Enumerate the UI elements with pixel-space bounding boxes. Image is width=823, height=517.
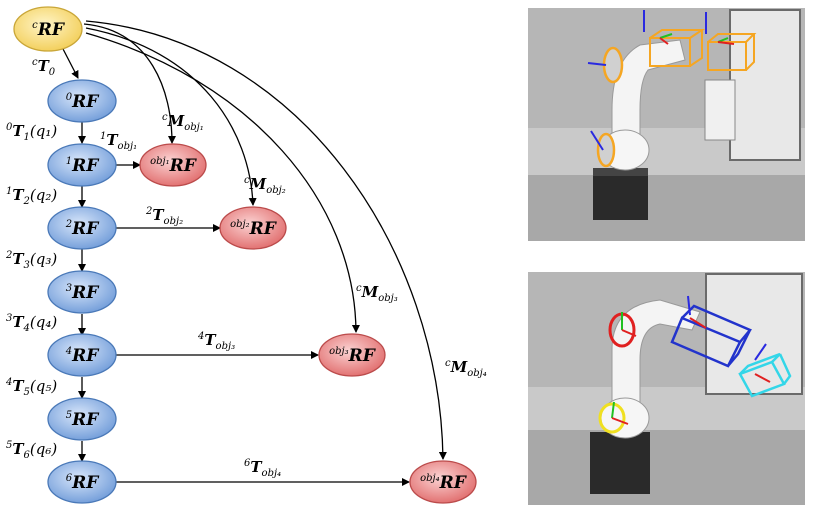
node-rf0-main: RF [71,92,100,112]
frame-axes-top [587,10,735,151]
label-Mobj2: cMobj₂ [244,175,286,196]
edge-c-to-0 [61,46,79,79]
node-rf4[interactable]: 4RF [47,333,117,377]
label-T3: 2T3(q₃) [5,250,57,271]
node-obj3[interactable]: obj₃RF [318,333,386,377]
node-obj1-sup: obj₁ [150,156,170,167]
label-Tobj3: 4Tobj₃ [197,331,235,352]
edge-c-to-obj3 [85,32,360,333]
node-rf3-sup: 3 [66,283,72,294]
frame-axes-bottom [611,295,771,425]
node-rf1-main: RF [71,156,100,176]
node-rf2-main: RF [71,219,100,239]
robot-base [590,432,650,494]
pose-box-cyan [738,352,792,398]
label-Tobj1: 1Tobj₁ [100,131,137,152]
node-rf6-main: RF [71,473,100,493]
node-camera[interactable]: cRF [13,6,83,52]
label-Tobj4: 6Tobj₄ [244,458,281,479]
svg-text:5RF: 5RF [66,410,101,430]
node-obj4-main: RF [439,473,468,493]
svg-text:0RF: 0RF [66,92,101,112]
node-obj2-sup: obj₂ [230,219,250,230]
svg-text:obj₄RF: obj₄RF [420,473,468,493]
svg-text:2RF: 2RF [65,219,101,239]
svg-text:cRF: cRF [32,20,66,40]
node-obj4-sup: obj₄ [420,473,440,484]
edges [61,20,447,486]
node-rf1[interactable]: 1RF [47,143,117,187]
node-rf2[interactable]: 2RF [47,206,117,250]
robot-arm [611,39,686,151]
svg-text:6RF: 6RF [66,473,101,493]
svg-text:obj₂RF: obj₂RF [230,219,278,239]
node-rf5-sup: 5 [66,410,72,421]
node-obj2[interactable]: obj₂RF [219,206,287,250]
node-rf4-main: RF [71,346,100,366]
node-rf6-sup: 6 [66,473,73,484]
edge-c-to-obj1 [83,23,176,144]
pose-box-blue [670,304,753,368]
label-Mobj4: cMobj₄ [445,358,487,379]
node-rf1-sup: 1 [66,156,72,167]
label-cT0: cT0 [32,57,56,78]
label-T2: 1T2(q₂) [6,186,57,207]
node-rf3[interactable]: 3RF [47,270,117,314]
robot-base [593,168,648,220]
label-Mobj1: cMobj₁ [162,112,204,133]
node-rf0-sup: 0 [66,92,73,103]
label-T4: 3T4(q₄) [6,313,57,334]
edge-labels: cT0 0T1(q₁) 1T2(q₂) 2T3(q₃) 3T4(q₄) 4T5(… [5,57,487,479]
node-rf4-sup: 4 [65,346,72,357]
label-Mobj3: cMobj₃ [356,283,398,304]
svg-text:4RF: 4RF [65,346,101,366]
photo-bottom [528,272,805,505]
svg-text:1RF: 1RF [66,156,101,176]
whiteboard [729,9,801,161]
pose-box-orange-1 [649,29,706,67]
node-camera-sup: c [32,20,38,31]
svg-text:obj₃RF: obj₃RF [329,346,377,366]
nodes: cRF 0RF 1RF 2RF 3RF 4RF 5RF 6RF [13,6,477,504]
node-rf0[interactable]: 0RF [47,79,117,123]
svg-text:obj₁RF: obj₁RF [150,156,198,176]
node-rf5-main: RF [71,410,100,430]
node-obj2-main: RF [249,219,278,239]
node-rf6[interactable]: 6RF [47,460,117,504]
label-Tobj2: 2Tobj₂ [145,206,183,227]
node-rf2-sup: 2 [65,219,72,230]
pose-box-orange-2 [707,33,757,71]
label-T6: 5T6(q₆) [6,440,57,461]
node-obj3-sup: obj₃ [329,346,349,357]
edge-c-to-obj4 [85,20,447,460]
node-obj4[interactable]: obj₄RF [409,460,477,504]
node-obj1-main: RF [169,156,198,176]
label-T1: 0T1(q₁) [6,122,57,143]
node-obj3-main: RF [348,346,377,366]
node-rf3-main: RF [71,283,100,303]
edge-c-to-obj2 [85,27,257,206]
node-obj1[interactable]: obj₁RF [139,143,207,187]
label-T5: 4T5(q₅) [5,377,57,398]
node-camera-main: RF [37,20,66,40]
svg-text:3RF: 3RF [66,283,101,303]
photo-top [528,8,805,241]
node-rf5[interactable]: 5RF [47,397,117,441]
